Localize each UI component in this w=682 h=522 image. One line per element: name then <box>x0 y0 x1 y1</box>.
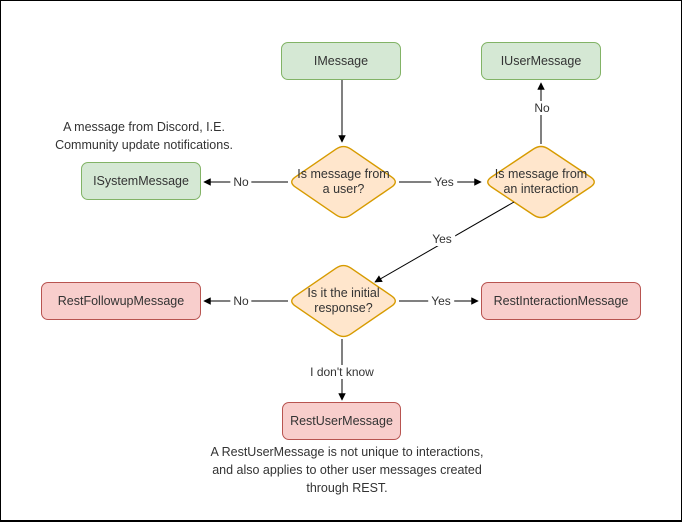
decision-shape-initial-response <box>291 264 396 338</box>
node-restinteractionmessage: RestInteractionMessage <box>481 282 641 320</box>
node-restfollowupmessage: RestFollowupMessage <box>41 282 201 320</box>
edge-label-from-user-yes: Yes <box>431 175 457 189</box>
decision-shape-is-from-interaction <box>487 145 595 219</box>
node-restusermessage: RestUserMessage <box>282 402 401 440</box>
node-imessage: IMessage <box>281 42 401 80</box>
edge-label-from-user-no: No <box>230 175 252 189</box>
note-rest-user-message: A RestUserMessage is not unique to inter… <box>210 445 484 495</box>
edge-label-initial-no: No <box>230 294 252 308</box>
edge-label-initial-yes: Yes <box>428 294 454 308</box>
decision-shape-is-from-user <box>291 145 396 219</box>
node-isystemmessage: ISystemMessage <box>81 162 201 200</box>
edge-label-from-interaction-no: No <box>531 101 553 115</box>
node-iusermessage: IUserMessage <box>481 42 601 80</box>
edge-label-initial-unknown: I don't know <box>307 365 377 379</box>
edge-label-from-interaction-yes: Yes <box>429 232 455 246</box>
note-system-message: A message from Discord, I.E. Community u… <box>55 120 233 152</box>
